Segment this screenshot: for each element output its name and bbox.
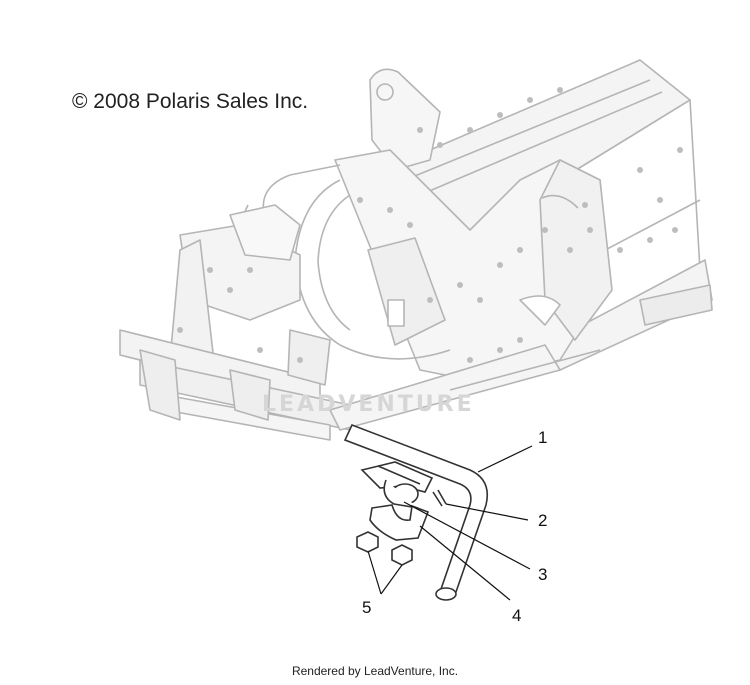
callout-2: 2 <box>538 511 548 530</box>
leader-5b <box>380 564 403 595</box>
watermark-text: LEADVENTURE <box>262 392 475 417</box>
callout-4: 4 <box>512 606 522 625</box>
part-tow-hook-tube <box>343 423 489 601</box>
copyright-text: © 2008 Polaris Sales Inc. <box>72 90 309 113</box>
callout-5: 5 <box>362 598 372 617</box>
chassis-frame <box>119 59 713 441</box>
part-upper-clamp <box>360 461 434 509</box>
part-cotter-pin <box>432 489 447 507</box>
leader-5a <box>367 550 382 595</box>
part-lower-clamp <box>369 504 430 541</box>
leader-4 <box>419 525 511 601</box>
leader-2 <box>445 503 529 521</box>
callout-1: 1 <box>538 428 548 447</box>
part-nuts <box>356 531 413 566</box>
footer-credit: Rendered by LeadVenture, Inc. <box>291 664 459 678</box>
leader-3 <box>403 501 531 570</box>
leader-1 <box>477 445 533 473</box>
leader-lines <box>367 445 533 601</box>
callout-3: 3 <box>538 565 548 584</box>
